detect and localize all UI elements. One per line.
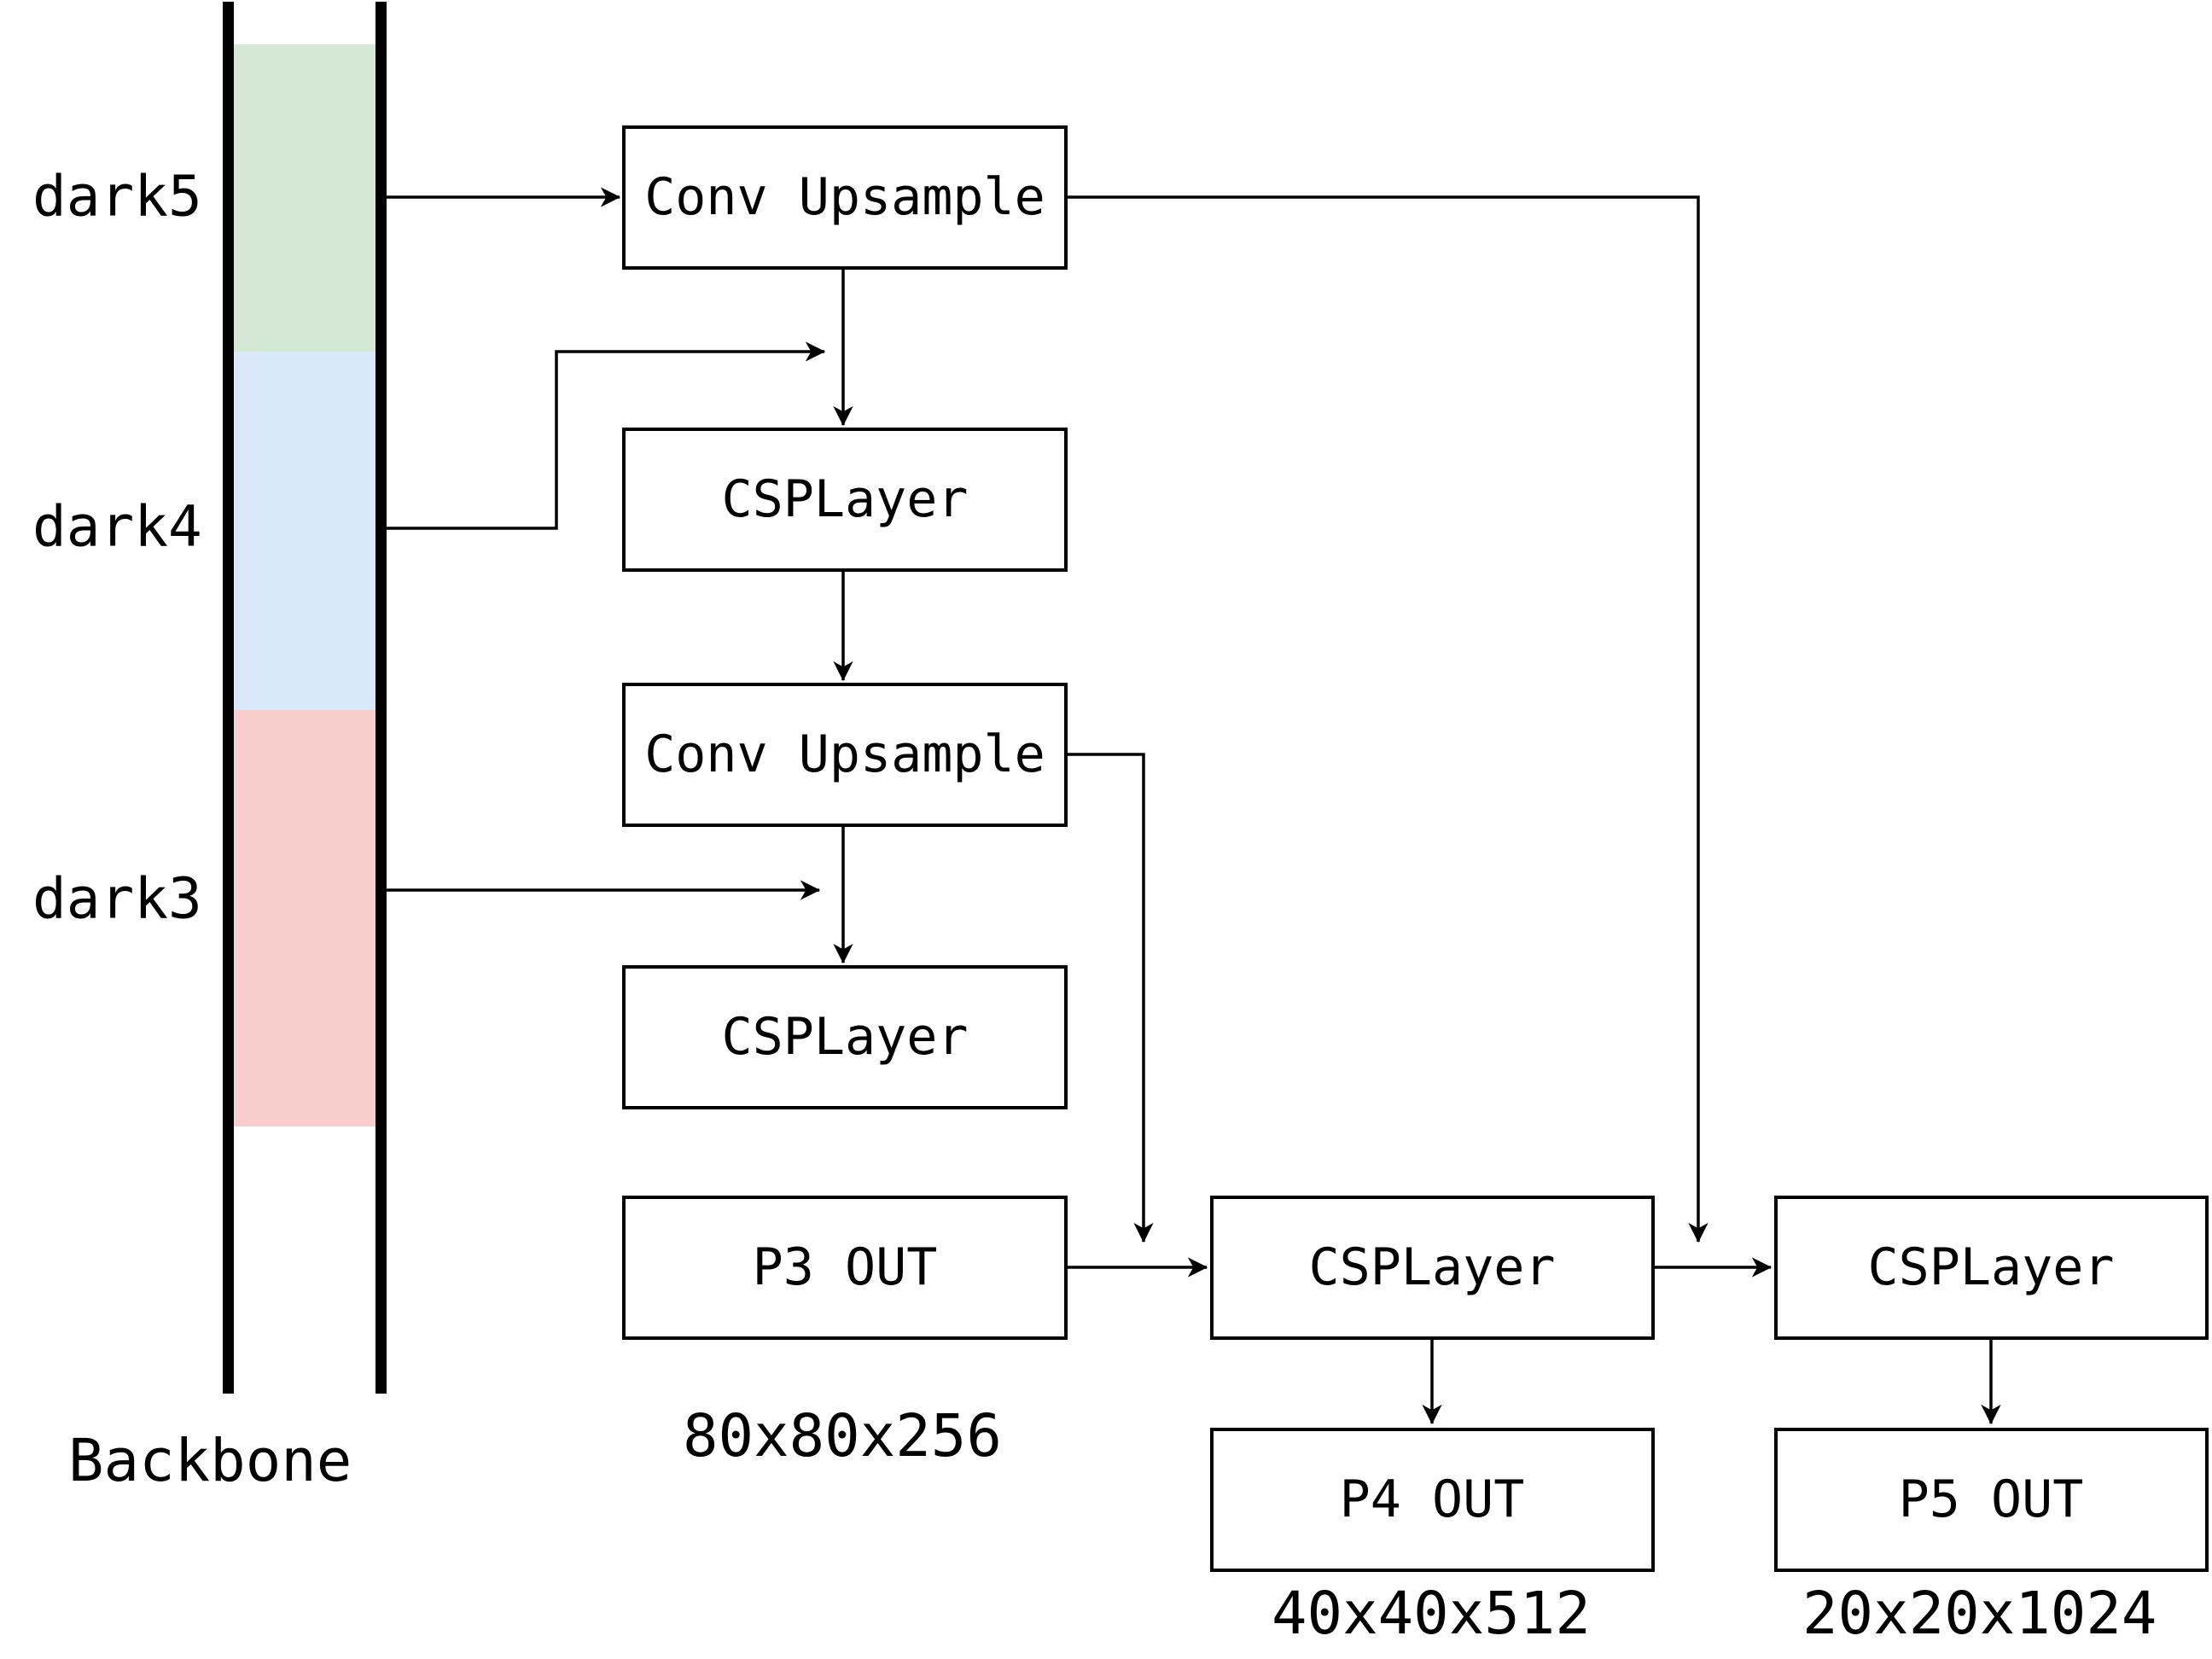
node-box-csp-layer-4: [1774, 1196, 2209, 1340]
node-label-conv-upsample-2: Conv Upsample: [644, 725, 1045, 784]
node-box-csp-layer-1: [622, 428, 1068, 572]
node-label-p5-out: P5 OUT: [1899, 1470, 2084, 1529]
node-box-conv-upsample-2: [622, 683, 1068, 827]
backbone-stage-label-dark3: dark3: [32, 866, 202, 932]
backbone-label: Backbone: [68, 1427, 352, 1495]
node-csp-layer-3: CSPLayer: [1210, 1196, 1655, 1340]
backbone-right-rail: [375, 2, 387, 1394]
node-label-conv-upsample-1: Conv Upsample: [644, 167, 1045, 227]
backbone-left-rail: [223, 2, 234, 1394]
backbone-stage-dark4: [234, 352, 375, 710]
node-label-csp-layer-2: CSPLayer: [722, 1007, 969, 1067]
node-box-p3-out: [622, 1196, 1068, 1340]
node-label-csp-layer-1: CSPLayer: [722, 469, 969, 529]
node-p3-out: P3 OUT: [622, 1196, 1068, 1340]
node-box-csp-layer-3: [1210, 1196, 1655, 1340]
node-conv-upsample-1: Conv Upsample: [622, 125, 1068, 270]
node-p4-out: P4 OUT: [1210, 1428, 1655, 1572]
node-box-p5-out: [1774, 1428, 2209, 1572]
backbone-stage-label-dark5: dark5: [32, 164, 202, 230]
edge-conv-upsample-2-to-csp-layer-3: [1066, 753, 1154, 1243]
backbone-stage-dark3: [234, 710, 375, 1126]
edge-conv-upsample-1-to-csp-layer-4: [1066, 195, 1708, 1243]
backbone-stage-label-dark4: dark4: [32, 494, 202, 560]
node-csp-layer-1: CSPLayer: [622, 428, 1068, 572]
node-label-p4-out: P4 OUT: [1340, 1470, 1525, 1529]
node-label-csp-layer-3: CSPLayer: [1309, 1237, 1556, 1297]
node-label-csp-layer-4: CSPLayer: [1868, 1237, 2115, 1297]
edge-dark4-to-csp-layer-1: [387, 341, 826, 530]
dim-label-p3: 80x80x256: [683, 1402, 1002, 1470]
node-box-csp-layer-2: [622, 965, 1068, 1109]
node-box-conv-upsample-1: [622, 125, 1068, 270]
node-conv-upsample-2: Conv Upsample: [622, 683, 1068, 827]
node-p5-out: P5 OUT: [1774, 1428, 2209, 1572]
node-csp-layer-4: CSPLayer: [1774, 1196, 2209, 1340]
dim-label-p5: 20x20x1024: [1802, 1580, 2157, 1648]
dim-label-p4: 40x40x512: [1272, 1580, 1591, 1648]
backbone-stage-dark5: [234, 44, 375, 352]
node-label-p3-out: P3 OUT: [753, 1237, 938, 1297]
node-csp-layer-2: CSPLayer: [622, 965, 1068, 1109]
node-box-p4-out: [1210, 1428, 1655, 1572]
